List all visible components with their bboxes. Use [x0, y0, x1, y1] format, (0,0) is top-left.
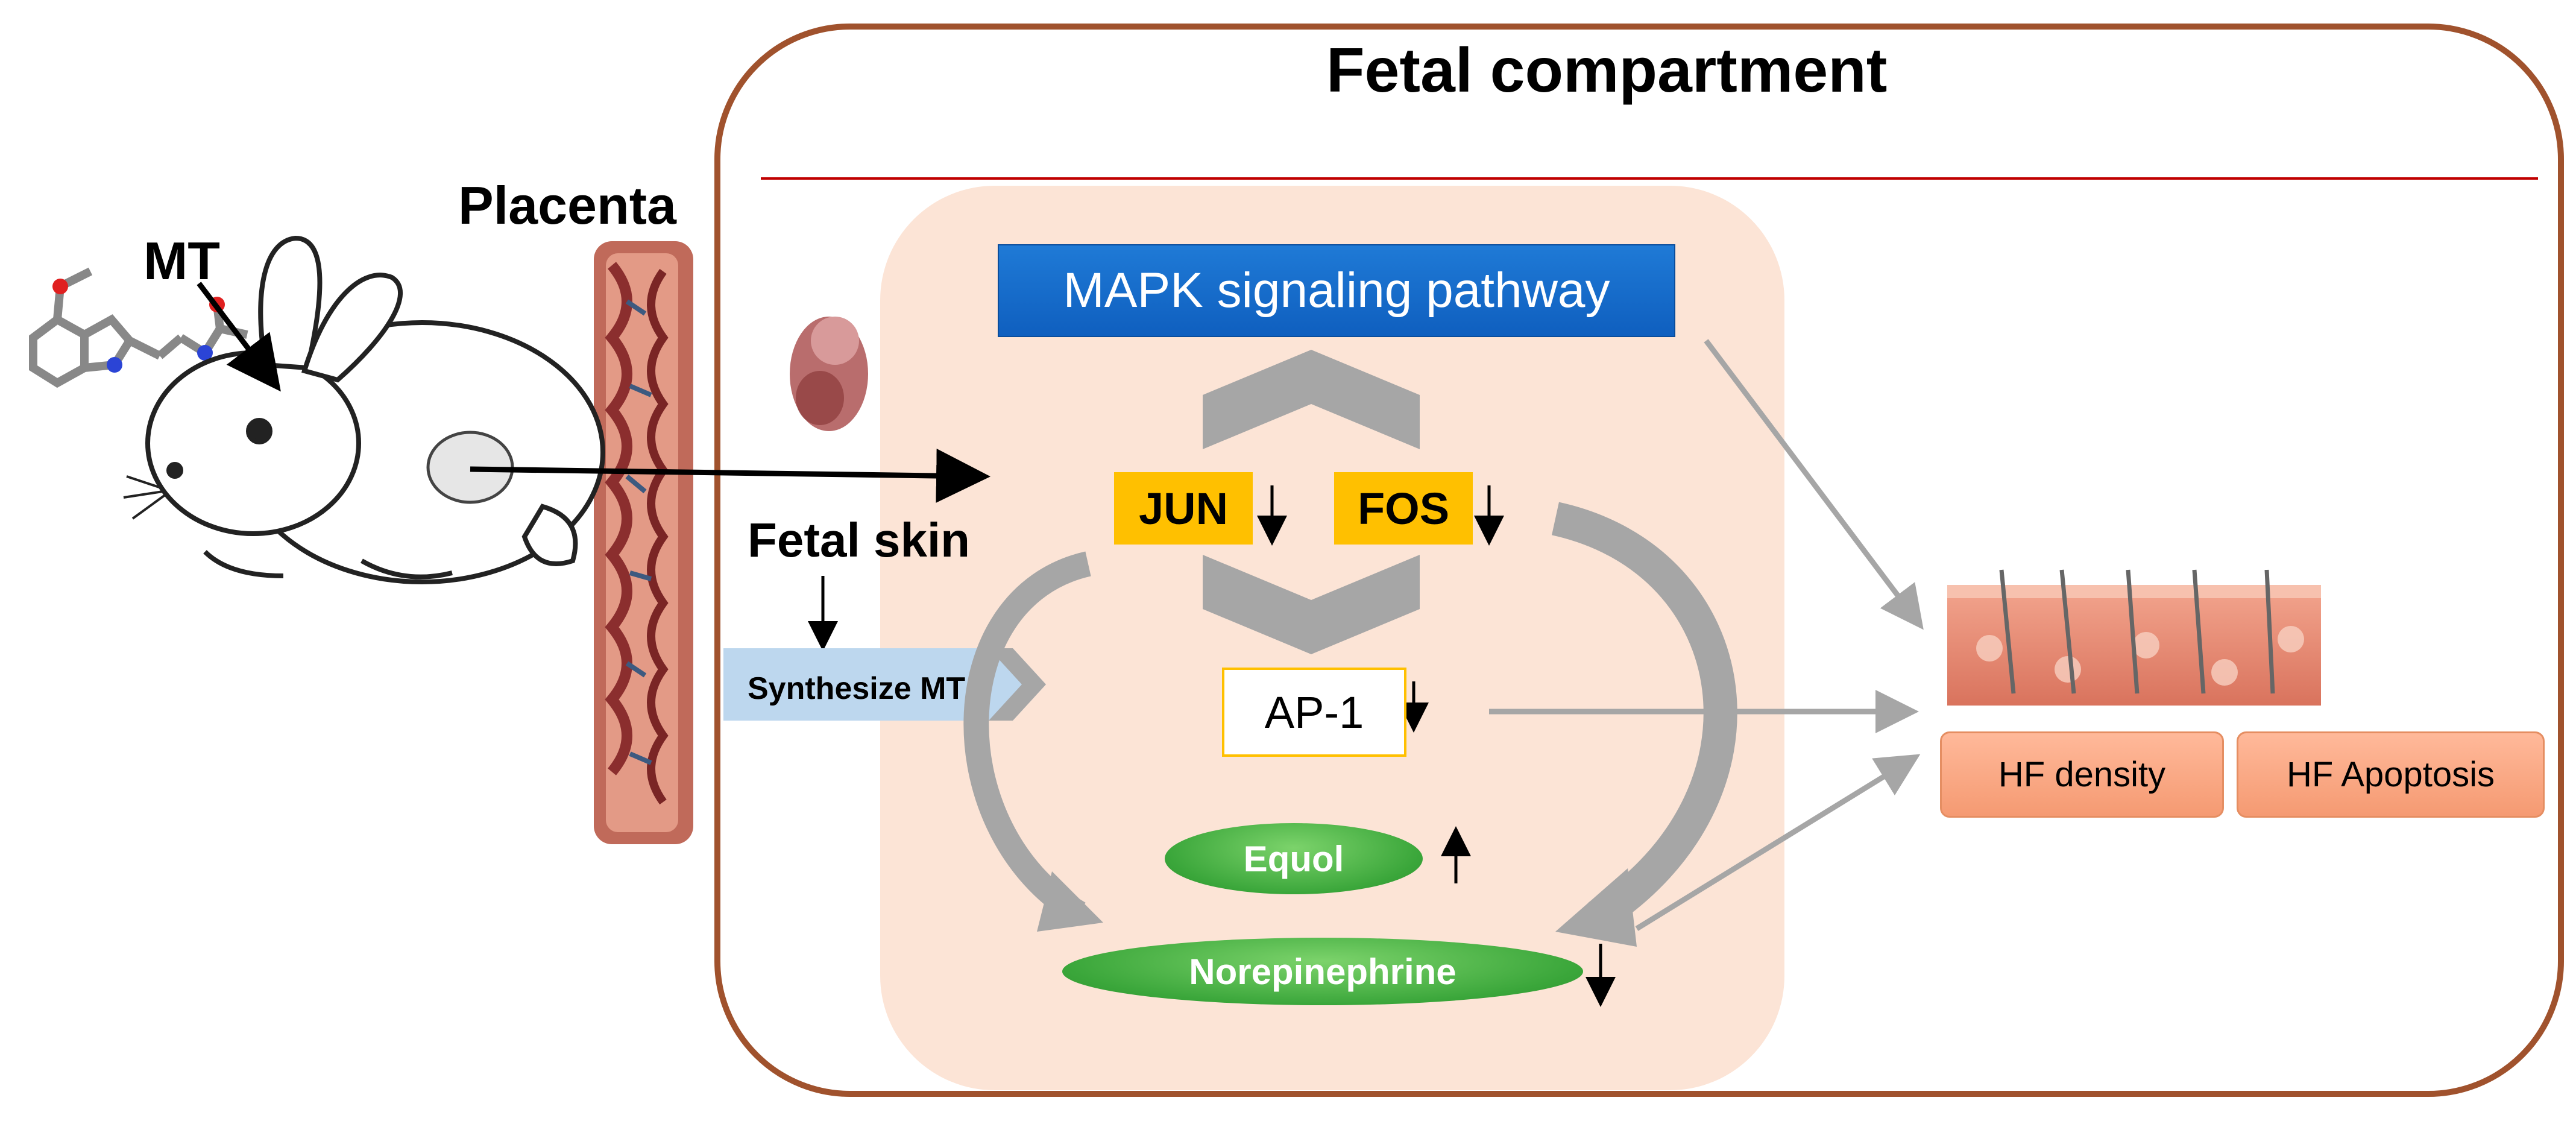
placenta-label: Placenta — [458, 175, 676, 235]
fetal-skin-label: Fetal skin — [748, 513, 971, 567]
right-curved-arrowhead — [1555, 868, 1637, 947]
placental-transfer-arrow — [470, 448, 990, 503]
synthesize-mt-chevron-tip — [989, 648, 1046, 721]
right-curved-arrow — [1551, 502, 1737, 931]
hf-apoptosis-label: HF Apoptosis — [2287, 755, 2495, 794]
equol-ellipse: Equol — [1165, 823, 1423, 894]
hair-follicle-skin-image — [1947, 569, 2321, 706]
ap1-label: AP-1 — [1264, 687, 1364, 737]
synthesize-mt-label: Synthesize MT — [748, 671, 966, 706]
fetus-image — [790, 317, 868, 431]
fetal-compartment-frame — [714, 24, 2564, 1097]
fos-box: FOS — [1334, 472, 1473, 545]
lower-chevron — [1203, 555, 1420, 654]
jun-box: JUN — [1114, 472, 1253, 545]
left-curved-arrow — [963, 551, 1091, 925]
fos-label: FOS — [1357, 483, 1450, 534]
mt-pointer-arrow — [197, 282, 281, 392]
hf-apoptosis-box: HF Apoptosis — [2237, 731, 2545, 818]
jun-label: JUN — [1138, 483, 1229, 534]
ne-to-hf-arrow — [1635, 754, 1921, 931]
hf-density-box: HF density — [1940, 731, 2224, 818]
ap1-box: AP-1 — [1222, 668, 1406, 757]
mapk-pathway-box: MAPK signaling pathway — [998, 244, 1675, 337]
upper-chevron — [1203, 350, 1420, 449]
norepinephrine-label: Norepinephrine — [1189, 951, 1456, 992]
mt-label: MT — [143, 231, 221, 291]
mapk-to-hf-arrow — [1704, 339, 1924, 630]
hf-density-label: HF density — [1998, 755, 2166, 794]
placenta-tissue — [594, 241, 693, 844]
left-curved-arrowhead — [1037, 871, 1103, 932]
equol-label: Equol — [1243, 838, 1344, 879]
melatonin-molecule — [29, 267, 248, 388]
diagram-title: Fetal compartment — [1326, 36, 1888, 106]
rabbit-illustration — [123, 235, 605, 584]
norepinephrine-ellipse: Norepinephrine — [1062, 938, 1583, 1005]
mapk-pathway-label: MAPK signaling pathway — [1063, 263, 1610, 318]
